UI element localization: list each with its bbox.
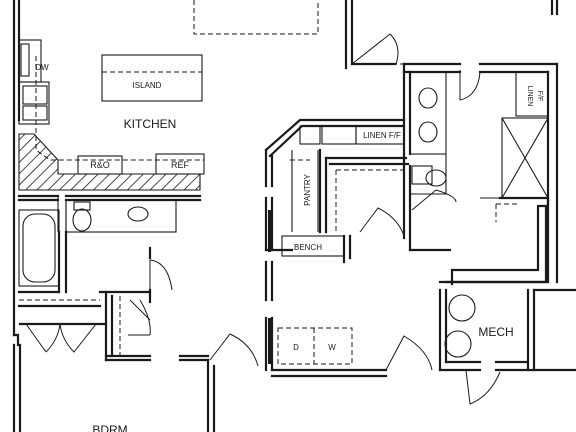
range-oven-label: R&O bbox=[90, 160, 110, 170]
washer-label: W bbox=[328, 343, 336, 352]
linen-ff-label: LINEN F/F bbox=[363, 131, 401, 140]
linen-vertical-label-1: LINEN bbox=[526, 86, 533, 107]
dw-label: DW bbox=[35, 63, 49, 72]
kitchen-label: KITCHEN bbox=[124, 117, 177, 131]
kitchen-area: KITCHEN ISLAND DW R&O REF bbox=[18, 39, 205, 191]
refrigerator-label: REF bbox=[171, 160, 190, 170]
linen-vertical-label-2: F/F bbox=[536, 91, 543, 102]
center-area: LINEN F/F PANTRY BENCH D W bbox=[264, 118, 433, 378]
right-area: LINEN F/F MECH bbox=[402, 62, 576, 405]
bathroom-left bbox=[17, 194, 202, 362]
mech-label: MECH bbox=[478, 325, 513, 339]
island-label: ISLAND bbox=[133, 81, 162, 90]
bench-label: BENCH bbox=[294, 243, 322, 252]
dryer-label: D bbox=[293, 343, 299, 352]
bedroom-label: BDRM bbox=[92, 423, 127, 432]
exterior-walls bbox=[12, 0, 559, 432]
bedroom-area: BDRM bbox=[18, 322, 259, 432]
pantry-label: PANTRY bbox=[303, 173, 312, 205]
